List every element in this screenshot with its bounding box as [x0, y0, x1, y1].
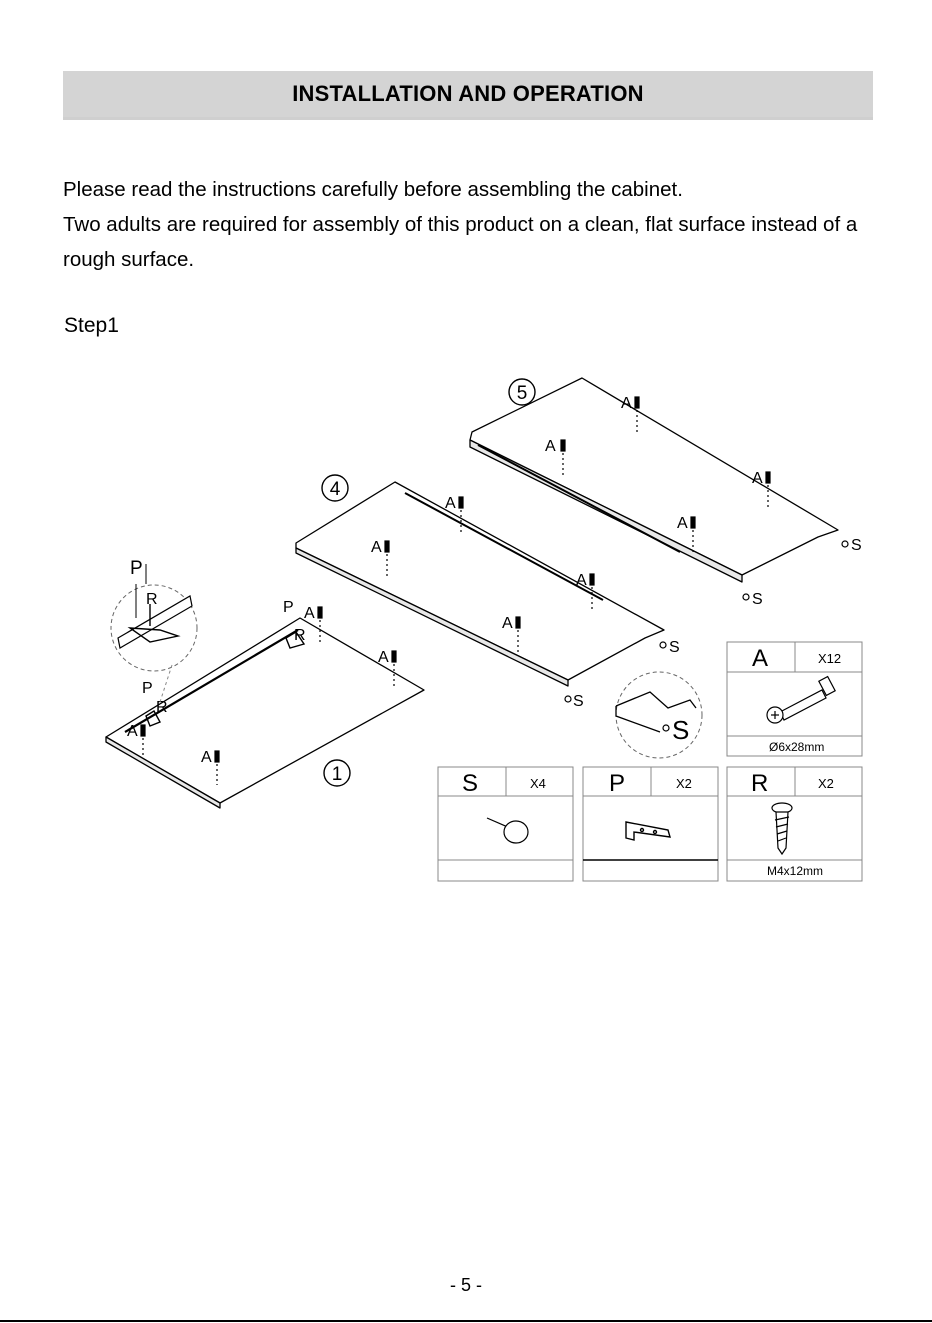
section-title: INSTALLATION AND OPERATION [292, 81, 644, 106]
dowel-icon [214, 750, 220, 763]
glide-icon [659, 641, 667, 649]
callout-r: R [146, 591, 158, 608]
dowel-icon [690, 516, 696, 529]
assembly-diagram: 5 4 1 A A A A A A A A A A A A [105, 377, 863, 882]
hardware-letter-r: R [751, 770, 768, 797]
panel-number-4: 4 [330, 479, 341, 500]
hardware-card-s: S X4 [437, 766, 574, 882]
callout-a: A [304, 605, 315, 622]
hardware-size-a: Ø6x28mm [769, 740, 824, 754]
hardware-card-r: R X2 M4x12mm [726, 766, 863, 882]
callout-a: A [677, 515, 688, 532]
page-number: - 5 - [449, 1275, 482, 1295]
bracket-icon [285, 631, 306, 649]
hardware-card-a: A X12 Ø6x28mm [726, 641, 863, 757]
callout-r: R [156, 699, 168, 716]
panel-1 [105, 617, 425, 809]
hardware-letter-a: A [752, 645, 768, 672]
screw-icon [771, 802, 793, 856]
dowel-icon [515, 616, 521, 629]
callout-s: S [573, 693, 584, 710]
header-divider [63, 117, 873, 120]
callout-p: P [130, 558, 143, 579]
callout-a: A [752, 470, 763, 487]
bracket-detail-inset: P R [110, 558, 198, 703]
callout-s: S [752, 591, 763, 608]
hardware-qty-s: X4 [530, 776, 546, 791]
callout-a: A [576, 572, 587, 589]
dowel-icon [765, 471, 771, 484]
intro-line-2: Two adults are required for assembly of … [63, 213, 858, 271]
callout-a: A [545, 438, 556, 455]
callout-a: A [621, 395, 632, 412]
panel-number-1: 1 [332, 764, 343, 785]
hardware-card-p: P X2 [582, 766, 719, 882]
dowel-icon [317, 606, 323, 619]
dowel-icon [458, 496, 464, 509]
step-label: Step1 [64, 314, 119, 337]
callout-s: S [672, 715, 689, 745]
callout-a: A [371, 539, 382, 556]
bracket-icon [145, 710, 161, 727]
hardware-size-r: M4x12mm [767, 864, 823, 878]
callout-p: P [283, 599, 294, 616]
hardware-qty-a: X12 [818, 651, 841, 666]
glide-icon [742, 593, 750, 601]
dowel-icon [589, 573, 595, 586]
dowel-icon [384, 540, 390, 553]
panel-4 [295, 481, 665, 687]
dowel-icon [560, 439, 566, 452]
hardware-letter-p: P [609, 770, 625, 797]
intro-text: Please read the instructions carefully b… [63, 172, 883, 277]
glide-icon [841, 540, 849, 548]
section-header: INSTALLATION AND OPERATION [63, 71, 873, 117]
callout-a: A [445, 495, 456, 512]
hardware-qty-p: X2 [676, 776, 692, 791]
callout-s: S [669, 639, 680, 656]
hardware-qty-r: X2 [818, 776, 834, 791]
l-bracket-icon [625, 821, 671, 841]
callout-s: S [851, 537, 862, 554]
callout-a: A [378, 649, 389, 666]
callout-r: R [294, 627, 306, 644]
hardware-letter-s: S [462, 770, 478, 797]
dowel-icon [391, 650, 397, 663]
cam-dowel-icon [766, 675, 836, 724]
glide-icon [564, 695, 572, 703]
intro-line-1: Please read the instructions carefully b… [63, 178, 683, 201]
callout-a: A [127, 723, 138, 740]
panel-5 [469, 377, 839, 583]
callout-a: A [502, 615, 513, 632]
glide-detail-inset: S [615, 671, 703, 759]
dowel-icon [140, 724, 146, 737]
callout-p: P [142, 680, 153, 697]
dowel-icon [634, 396, 640, 409]
panel-number-5: 5 [517, 383, 528, 404]
glide-nail-icon [486, 817, 529, 844]
callout-a: A [201, 749, 212, 766]
footer-divider [0, 1320, 932, 1322]
